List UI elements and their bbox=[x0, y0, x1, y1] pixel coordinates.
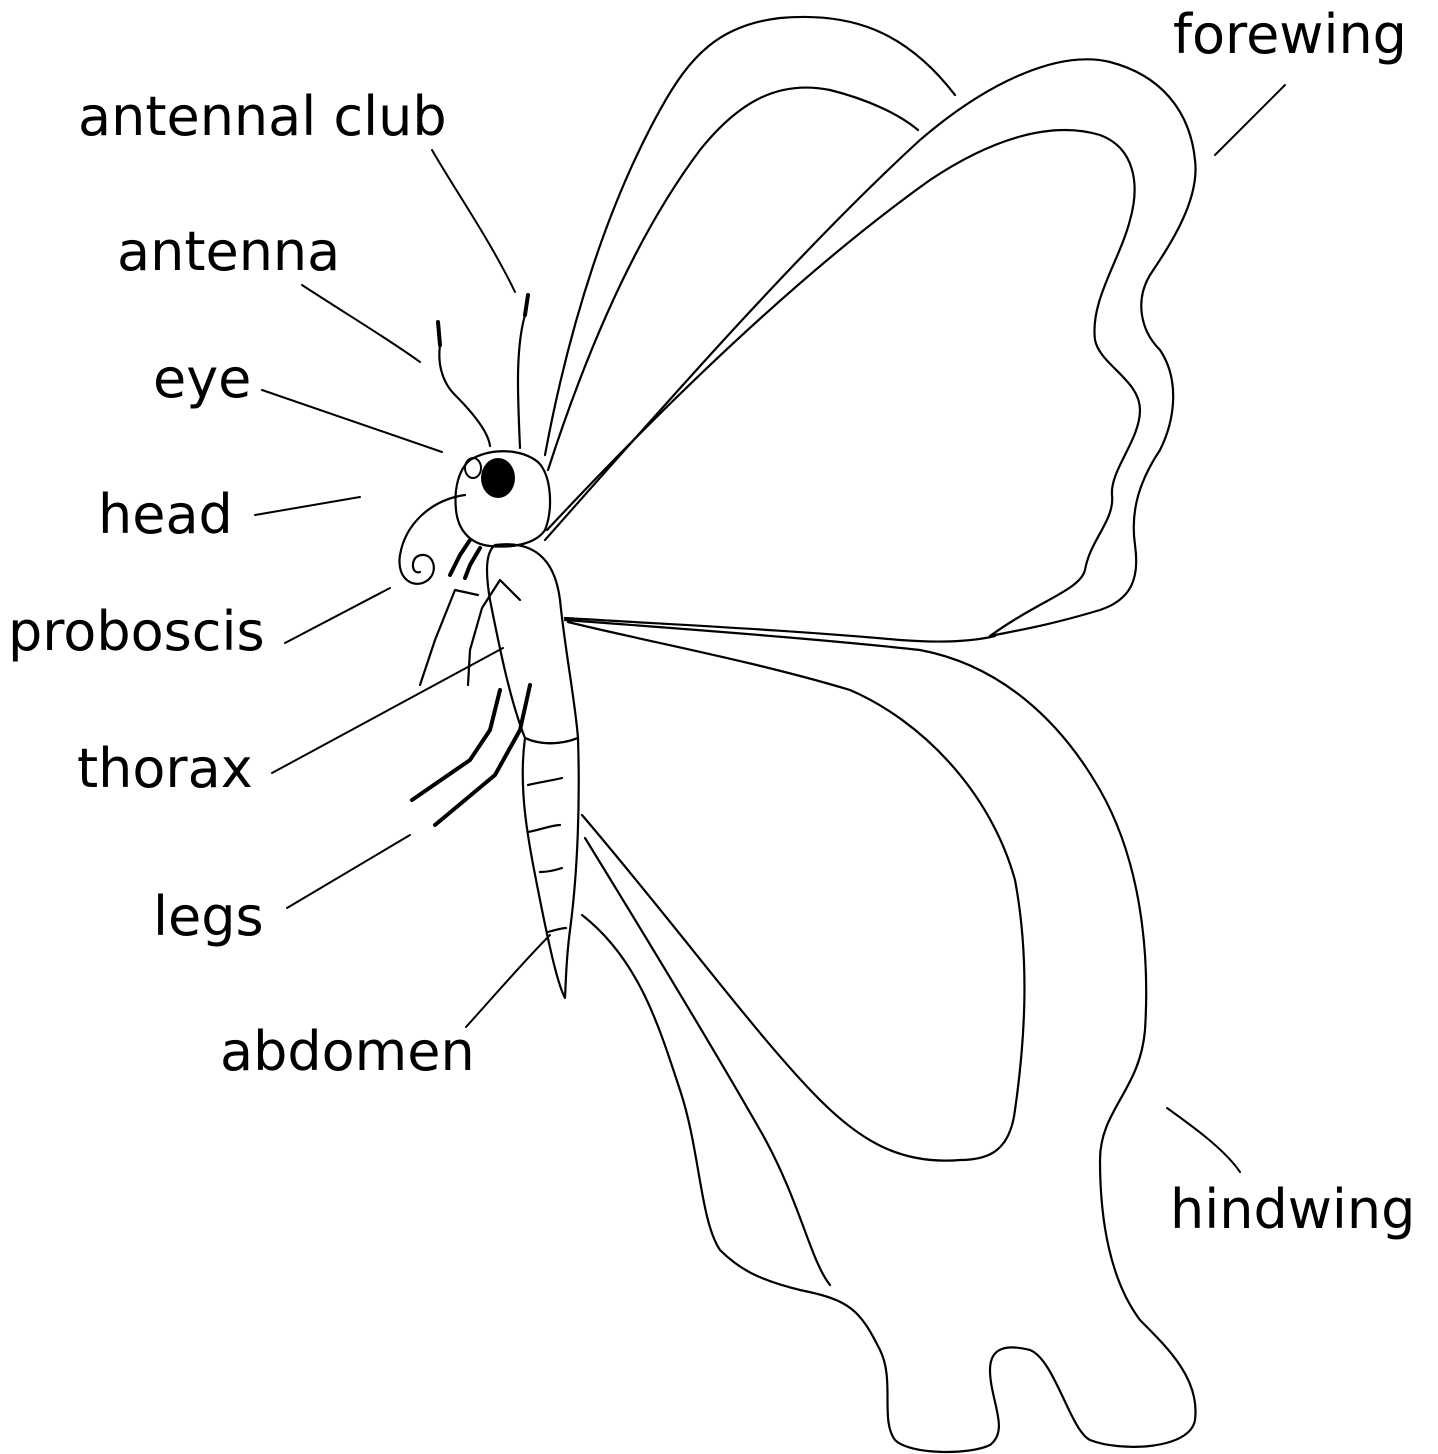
eye-highlight bbox=[465, 458, 481, 478]
back-forewing-inner-edge bbox=[548, 88, 918, 471]
forewing-leader bbox=[1215, 85, 1285, 155]
forewing-trailing-edge bbox=[565, 618, 995, 642]
back-forewing-outline bbox=[545, 17, 955, 455]
hindwing-inner-edge bbox=[568, 622, 1024, 1161]
front-leg bbox=[465, 548, 480, 578]
thorax-outline bbox=[487, 544, 578, 743]
eye-leader bbox=[262, 390, 442, 452]
abdomen-segment bbox=[528, 778, 562, 785]
hindwing bbox=[565, 620, 1196, 1452]
thorax-leader bbox=[272, 648, 503, 773]
right-antenna bbox=[518, 315, 525, 448]
left-antenna bbox=[439, 345, 490, 446]
abdomen-segment bbox=[540, 868, 562, 872]
left-antennal-club bbox=[438, 322, 440, 345]
hind-leg bbox=[435, 685, 530, 825]
legs-leader bbox=[287, 835, 410, 908]
proboscis-leader bbox=[285, 588, 390, 643]
proboscis-label: proboscis bbox=[8, 605, 265, 659]
hindwing-outer-edge bbox=[565, 620, 1196, 1452]
eye-dot bbox=[481, 458, 515, 498]
forewing bbox=[545, 17, 1196, 642]
abdomen-segment bbox=[528, 825, 560, 832]
legs-label: legs bbox=[153, 890, 264, 944]
abdomen-outline bbox=[523, 738, 579, 998]
abdomen-leader bbox=[466, 935, 550, 1027]
right-antennal-club bbox=[525, 295, 528, 315]
head-label: head bbox=[98, 488, 233, 542]
head-leader bbox=[255, 497, 360, 515]
abdomen-label: abdomen bbox=[220, 1025, 475, 1079]
butterfly-body bbox=[399, 295, 578, 998]
forewing-inner-edge bbox=[547, 130, 1140, 636]
hindwing-label: hindwing bbox=[1170, 1183, 1415, 1237]
middle-leg bbox=[468, 580, 520, 685]
eye-label: eye bbox=[153, 352, 251, 406]
leader-lines bbox=[255, 85, 1285, 1172]
abdomen-segment bbox=[548, 928, 566, 932]
antenna-label: antenna bbox=[117, 225, 340, 279]
antennal-club-label: antennal club bbox=[78, 90, 447, 144]
thorax-label: thorax bbox=[77, 742, 253, 796]
forewing-label: forewing bbox=[1173, 8, 1407, 62]
antenna-leader bbox=[302, 285, 420, 362]
antennal-club-leader bbox=[432, 150, 515, 292]
hindwing-leader bbox=[1167, 1108, 1240, 1172]
